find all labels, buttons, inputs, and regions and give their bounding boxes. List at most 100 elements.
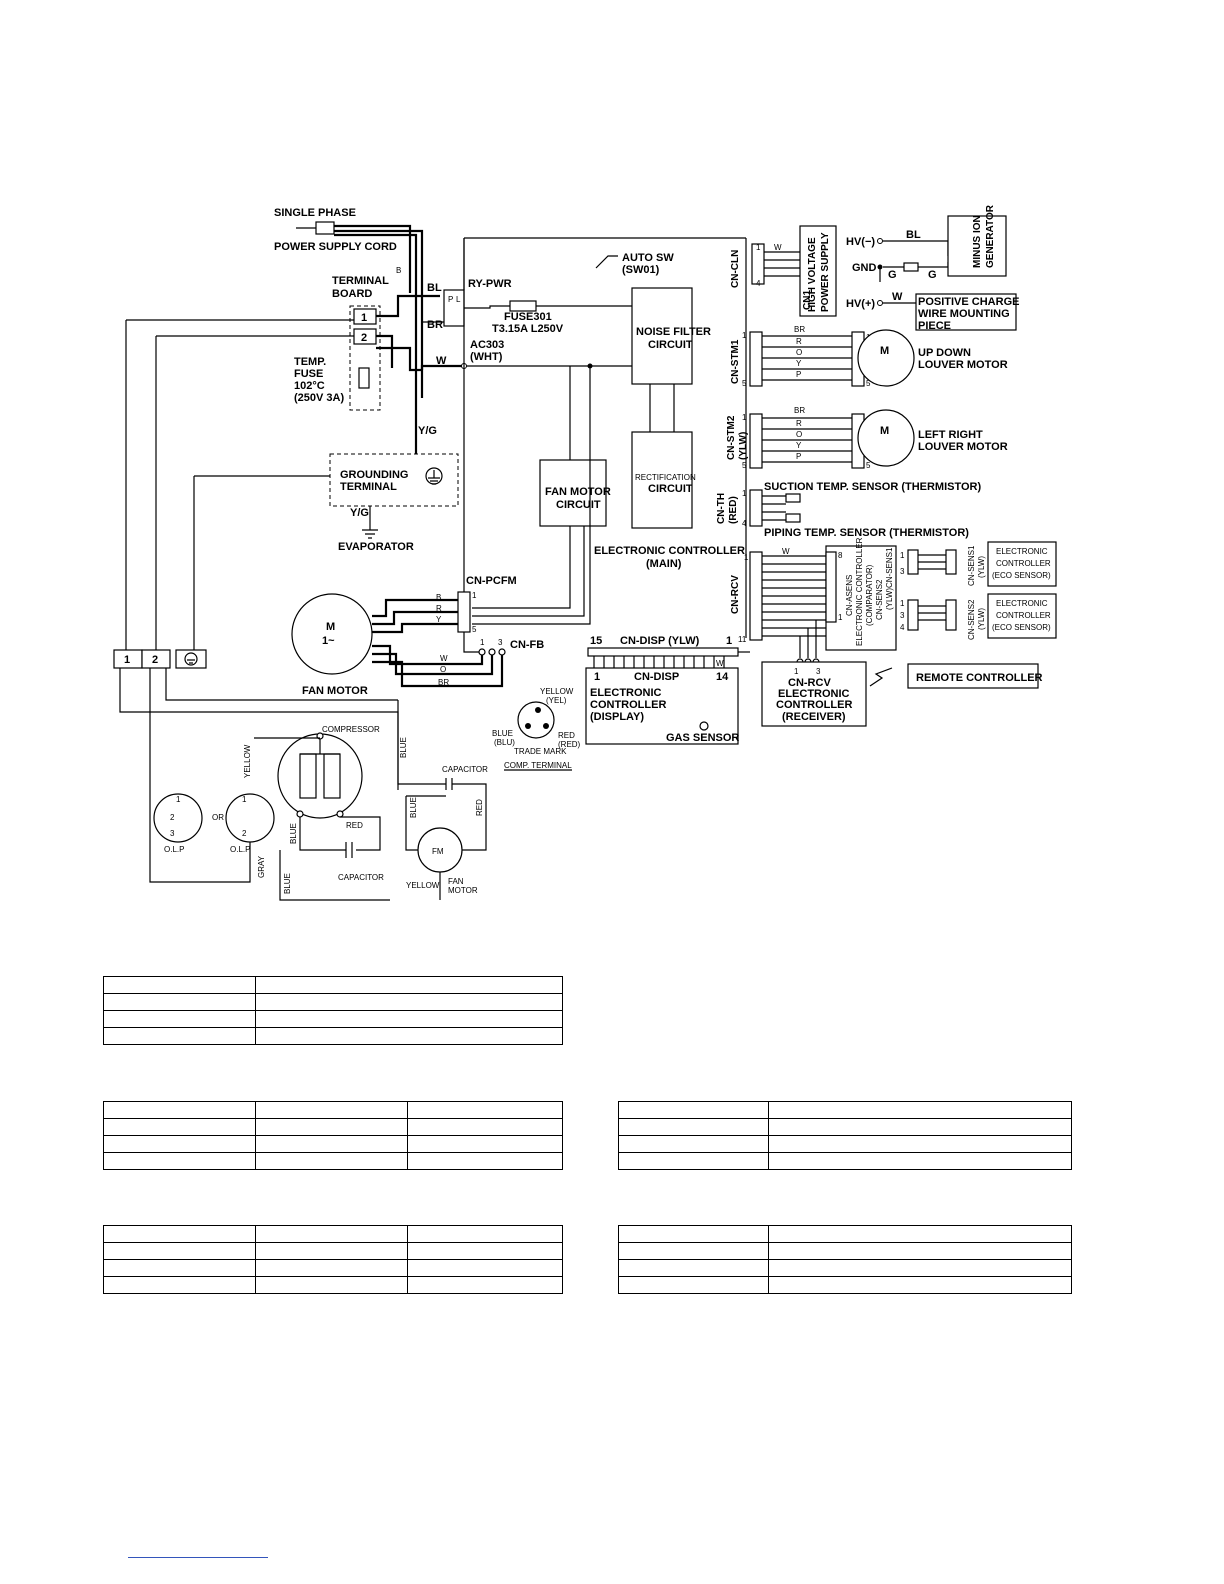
spec-table-3	[618, 1101, 1072, 1170]
display-l3: (DISPLAY)	[590, 711, 644, 723]
eco-sensor-2: 1 3 4 CN-SENS2 (YLW) ELECTRONIC CONTROLL…	[900, 593, 1057, 640]
sens1-label-b: CN-SENS1	[967, 545, 976, 586]
temp-fuse-l1: TEMP.	[294, 356, 326, 368]
pos-charge-l1: POSITIVE CHARGE	[918, 296, 1019, 308]
fan-out-blue-top: BLUE	[399, 737, 408, 758]
cn-rcv-p1: 1	[744, 553, 749, 562]
comp-blue: BLUE	[289, 823, 298, 844]
grounding-l1: GROUNDING	[340, 469, 408, 481]
table-cell	[407, 1152, 563, 1170]
cn-stm1-connector: CN-STM1 1 5 BR R O Y P 1 5	[730, 325, 871, 388]
table-cell	[618, 1101, 769, 1119]
cn-disp-connector: 15 CN-DISP (YLW) 1 W	[587, 635, 750, 668]
eco-sensor-1: CN-SENS1 1 3 CN-SENS1 (YLW) ELECTRONIC C…	[885, 541, 1057, 588]
table-cell	[255, 1027, 563, 1045]
fuse-301-icon	[509, 300, 537, 312]
table-cell	[103, 1027, 256, 1045]
sens1-l1: ELECTRONIC	[996, 547, 1048, 556]
ac303-w: W	[436, 355, 447, 367]
remote-controller-label: REMOTE CONTROLLER	[916, 672, 1043, 684]
fan-motor-circuit-l2: CIRCUIT	[556, 499, 601, 511]
cn-cln-p4: 4	[756, 279, 761, 288]
fan-out-yellow: YELLOW	[406, 881, 440, 890]
fan-out-fm: FM	[432, 847, 444, 856]
cn-rcv-w: W	[782, 547, 790, 556]
high-voltage-power-supply: HIGH VOLTAGE POWER SUPPLY CN1 HV(−) GND …	[799, 225, 949, 317]
cn-cln-p1: 1	[756, 243, 761, 252]
table-row	[103, 1259, 563, 1277]
spec-table-2	[103, 1101, 563, 1170]
table-cell	[768, 1225, 1072, 1243]
up-down-louver-motor: M UP DOWN LOUVER MOTOR	[857, 329, 1008, 387]
terminal-board: TERMINAL BOARD 1 2 TEMP. FUSE 102°C (250…	[294, 275, 440, 411]
table-row	[103, 1101, 563, 1119]
cn-pcfm-p5: 5	[472, 625, 477, 634]
cn-th-p1: 1	[742, 489, 747, 498]
cn-fb-p1: 1	[480, 638, 485, 647]
comp-red: RED	[346, 821, 363, 830]
sens2-l1: ELECTRONIC	[996, 599, 1048, 608]
table-cell	[103, 1118, 256, 1136]
left-right-motor-icon	[857, 409, 915, 467]
fan-motor-label: FAN MOTOR	[302, 685, 368, 697]
table-cell	[768, 1135, 1072, 1153]
table-cell	[407, 1225, 563, 1243]
wiring-diagram: SINGLE PHASE POWER SUPPLY CORD B TERMINA…	[113, 204, 1057, 901]
pcfm-b: B	[436, 593, 441, 602]
cn-stm1-p1: 1	[742, 331, 747, 340]
table-cell	[407, 1276, 563, 1294]
noise-filter-l1: NOISE FILTER	[636, 326, 711, 338]
temp-fuse-icon	[358, 367, 370, 389]
remote-controller: REMOTE CONTROLLER	[907, 663, 1043, 689]
rectification-l1: RECTIFICATION	[635, 473, 696, 482]
fan-motor-m: M	[326, 621, 335, 633]
up-down-l2: LOUVER MOTOR	[918, 359, 1008, 371]
comp-blue2: BLUE	[283, 873, 292, 894]
table-cell	[255, 1242, 408, 1260]
table-cell	[407, 1259, 563, 1277]
ct-red2: (RED)	[558, 740, 581, 749]
table-cell	[255, 1101, 408, 1119]
ct-blue: BLUE	[492, 729, 513, 738]
display-l2: CONTROLLER	[590, 699, 666, 711]
table-cell	[618, 1135, 769, 1153]
olp-2-icon	[225, 793, 275, 843]
relay-ry-pwr: RY-PWR BL BR P L	[422, 237, 746, 331]
stm1-c1: R	[796, 337, 802, 346]
cn-pcfm-connector: CN-PCFM 1 5 B R Y	[372, 575, 517, 634]
pos-charge-l2: WIRE MOUNTING	[918, 308, 1010, 320]
stm1-c4: P	[796, 370, 801, 379]
fan-out-capacitor: CAPACITOR	[442, 765, 488, 774]
ac303-l2: (WHT)	[470, 351, 503, 363]
stm2-c3: Y	[796, 441, 802, 450]
olp2-n2: 2	[242, 829, 247, 838]
rectification-circuit: RECTIFICATION CIRCUIT	[631, 431, 696, 529]
table-cell	[103, 1101, 256, 1119]
table-cell	[768, 1152, 1072, 1170]
suction-sensor-label: SUCTION TEMP. SENSOR (THERMISTOR)	[764, 481, 982, 493]
fan-br: BR	[438, 678, 449, 687]
relay-l: L	[456, 295, 461, 304]
sens1-p1: 1	[900, 551, 905, 560]
relay-bl: BL	[427, 282, 442, 294]
suction-thermistor-icon	[785, 493, 801, 503]
stm2-motor-p5: 5	[866, 461, 871, 470]
hv-supply-l1: HIGH VOLTAGE	[807, 237, 818, 312]
footer-link-underline[interactable]	[128, 1557, 268, 1558]
cn-stm2-p5: 5	[742, 461, 747, 470]
compressor-label: COMPRESSOR	[322, 725, 380, 734]
table-cell	[103, 1135, 256, 1153]
olp1-label: O.L.P	[164, 845, 184, 854]
cn-disp-w: W	[716, 659, 724, 668]
grounding-l2: TERMINAL	[340, 481, 397, 493]
receiver-p1: 1	[794, 667, 799, 676]
single-phase-label: SINGLE PHASE	[274, 207, 356, 219]
left-right-m: M	[880, 425, 889, 437]
table-cell	[768, 1276, 1072, 1294]
olp-or: OR	[212, 813, 224, 822]
grounding-yg1: Y/G	[418, 425, 437, 437]
sens1-l2: CONTROLLER	[996, 559, 1051, 568]
fan-motor-phase: 1~	[322, 635, 335, 647]
table-cell	[618, 1225, 769, 1243]
olp1-n3: 3	[170, 829, 175, 838]
